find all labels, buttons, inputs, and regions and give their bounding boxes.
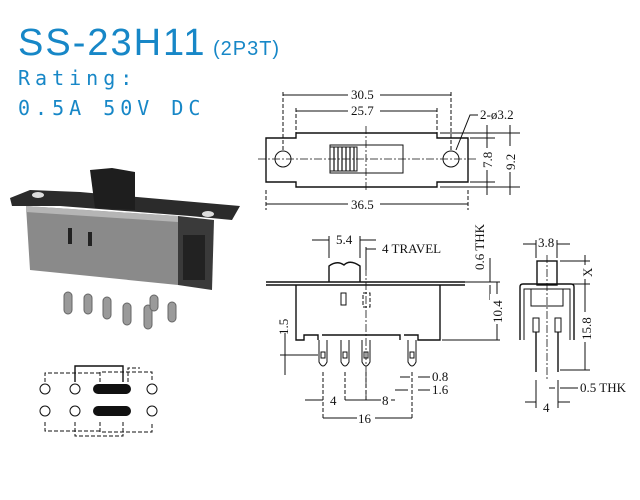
dim-5-4: 5.4 — [336, 232, 353, 247]
top-view-drawing: 30.5 25.7 2-ø3.2 36.5 7.8 9.2 — [258, 86, 520, 212]
dim-1-6: 1.6 — [432, 382, 449, 397]
circuit-schematic — [39, 365, 158, 437]
rating-value: 0.5A 50V DC — [18, 96, 206, 120]
dim-holes: 2-ø3.2 — [480, 107, 514, 122]
dim-7-8: 7.8 — [480, 152, 495, 168]
model-title: SS-23H11 (2P3T) — [18, 24, 280, 62]
dim-15-8: 15.8 — [579, 317, 594, 340]
dim-30-5: 30.5 — [351, 87, 374, 102]
dim-0-5-thk: 0.5 THK — [580, 380, 627, 395]
product-photo — [10, 168, 240, 330]
dim-x: X — [580, 267, 595, 277]
dim-4-spacing: 4 — [543, 400, 550, 415]
dim-travel: 4 TRAVEL — [382, 241, 441, 256]
model-number: SS-23H11 — [18, 22, 207, 64]
dim-1-5: 1.5 — [276, 319, 291, 335]
pole-throw-config: (2P3T) — [212, 38, 281, 60]
dim-16-pitch: 16 — [358, 411, 372, 426]
dim-9-2: 9.2 — [503, 154, 518, 170]
dim-0-8: 0.8 — [432, 369, 448, 384]
end-view-drawing: 3.8 X 15.8 0.5 THK 4 — [519, 235, 627, 415]
dim-25-7: 25.7 — [351, 103, 374, 118]
dim-8-pitch: 8 — [382, 393, 389, 408]
side-view-drawing: 5.4 4 TRAVEL 0.6 THK 10.4 1.5 0.8 1.6 4 … — [266, 223, 505, 426]
dim-10-4: 10.4 — [490, 300, 505, 323]
dim-36-5: 36.5 — [351, 197, 374, 212]
dim-3-8: 3.8 — [538, 235, 554, 250]
dim-0-6-thk: 0.6 THK — [472, 223, 487, 270]
dim-4-pitch: 4 — [330, 393, 337, 408]
rating-label: Rating: — [18, 66, 138, 90]
